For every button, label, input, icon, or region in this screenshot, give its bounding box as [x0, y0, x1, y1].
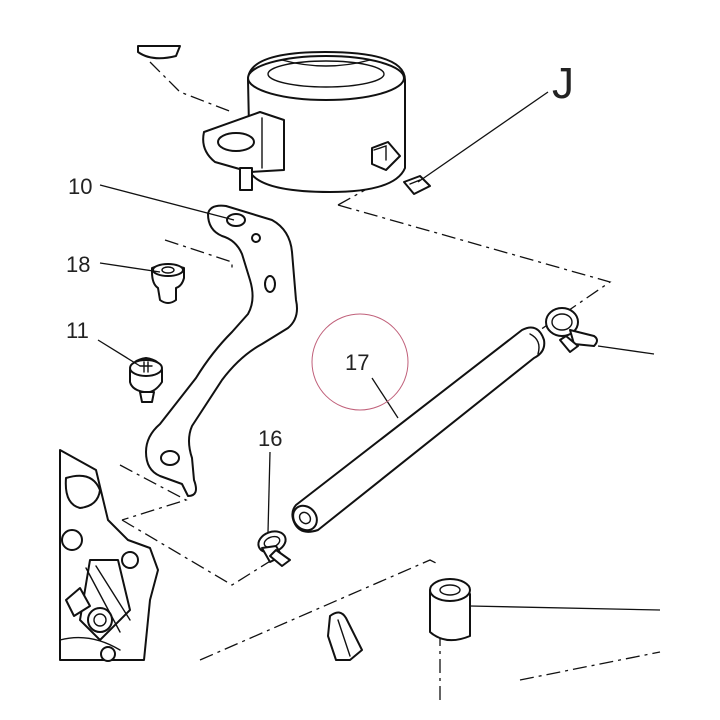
- callout-16: 16: [258, 426, 282, 451]
- callout-labels: 10 18 11 17 16 J: [66, 59, 574, 451]
- callout-11: 11: [66, 318, 89, 343]
- lever-bracket: [145, 204, 298, 497]
- reference-letter-j: J: [552, 59, 574, 108]
- flange-nut-18: [151, 263, 185, 304]
- hose-clamp-16: [257, 530, 291, 567]
- hex-bolt-11: [129, 357, 163, 403]
- hose-clamp-right: [545, 307, 598, 353]
- lower-blade-part: [327, 611, 363, 661]
- sleeve-bushing: [429, 578, 471, 642]
- callout-17: 17: [345, 350, 369, 375]
- lower-left-mechanism: [59, 449, 159, 662]
- small-clip: [403, 175, 431, 195]
- callout-highlight-ring: [311, 313, 409, 411]
- callout-18: 18: [66, 252, 90, 277]
- callout-10: 10: [68, 174, 92, 199]
- leader-lines: [97, 91, 661, 611]
- cylinder-housing: [202, 51, 406, 193]
- upper-left-part: [137, 45, 181, 60]
- hose-17: [291, 326, 546, 533]
